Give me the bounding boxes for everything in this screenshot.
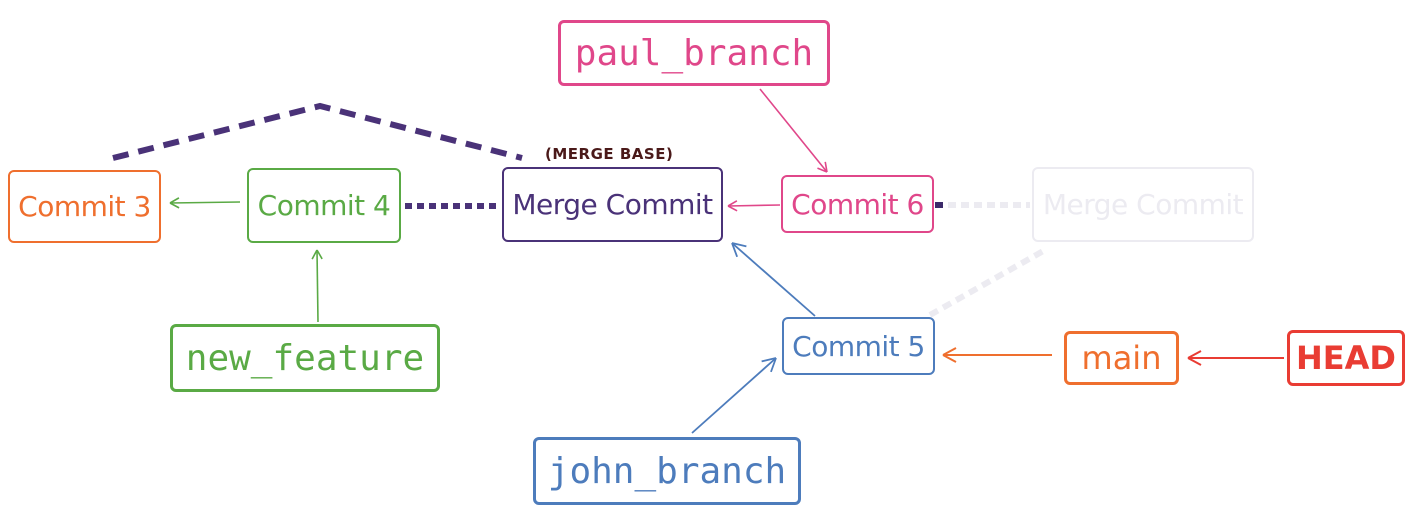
- commit-3-node: Commit 3: [8, 170, 161, 243]
- arrow-john-branch-to-commit5: [691, 357, 777, 434]
- commit-5-node: Commit 5: [782, 317, 935, 375]
- commit-4-node: Commit 4: [247, 168, 401, 243]
- dashed-link-commit3-merge: [112, 102, 523, 161]
- head-pointer-label: HEAD: [1287, 330, 1405, 386]
- arrow-commit5-to-merge: [731, 242, 816, 317]
- arrow-commit4-to-commit3: [169, 197, 241, 209]
- main-branch-label: main: [1064, 331, 1179, 385]
- commit-6-node: Commit 6: [781, 175, 934, 233]
- dotted-link-commit5-ghost: [928, 247, 1047, 318]
- arrow-new-feature-to-commit4: [311, 249, 323, 323]
- paul-branch-label: paul_branch: [558, 20, 830, 86]
- merge-base-annotation: (MERGE BASE): [545, 145, 674, 163]
- arrow-commit6-to-merge: [727, 200, 781, 212]
- new-feature-branch-label: new_feature: [170, 324, 440, 392]
- arrow-paul-branch-to-commit6: [759, 88, 828, 173]
- john-branch-label: john_branch: [533, 437, 801, 505]
- ghost-merge-commit-node: Merge Commit: [1032, 167, 1254, 242]
- merge-commit-node: Merge Commit: [502, 167, 723, 242]
